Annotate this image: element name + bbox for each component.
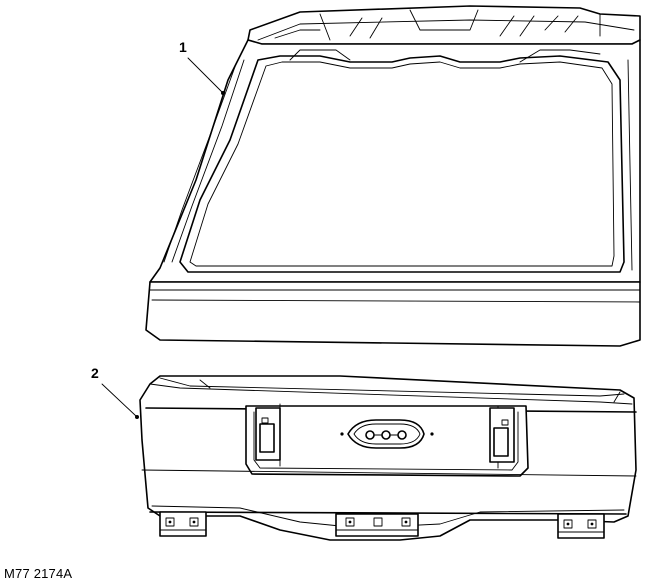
hinge-left — [159, 511, 207, 537]
upper-tailgate — [145, 5, 641, 347]
figure-code: M77 2174A — [4, 566, 73, 581]
hinge-right — [557, 513, 605, 539]
callout-1: 1 — [179, 39, 225, 95]
leader-dot-1 — [221, 91, 225, 95]
hinge-center — [335, 513, 419, 537]
callout-2: 2 — [91, 365, 139, 419]
callout-number-2: 2 — [91, 365, 99, 381]
leader-line-1 — [187, 57, 223, 93]
leader-dot-2 — [135, 415, 139, 419]
leader-line-2 — [101, 383, 137, 417]
callout-number-1: 1 — [179, 39, 187, 55]
lower-tailgate — [139, 375, 637, 541]
